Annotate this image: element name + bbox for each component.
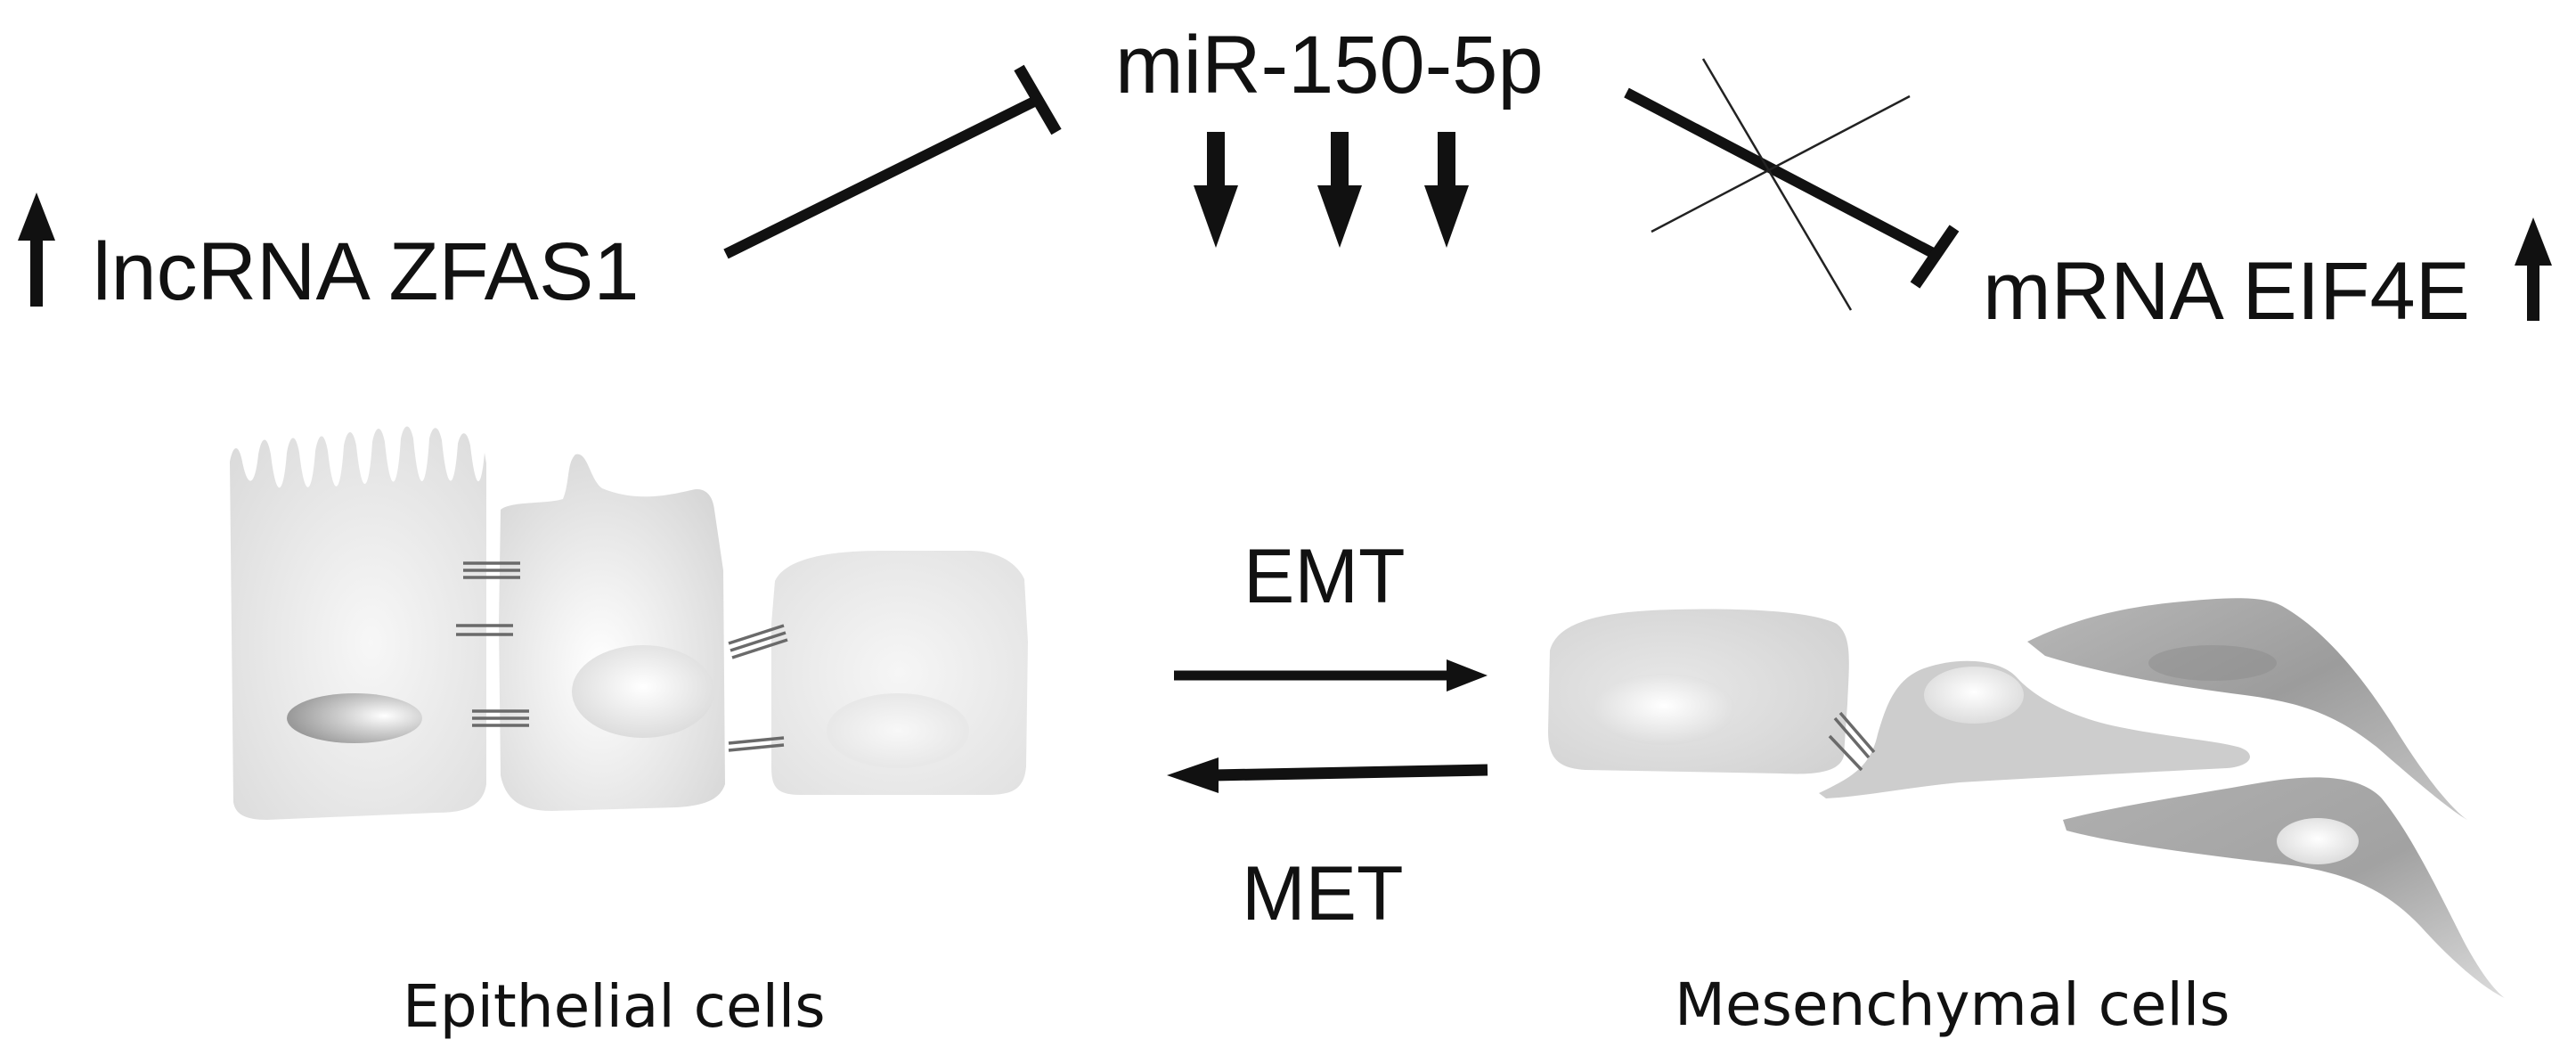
cell-junction [728, 624, 788, 659]
mesenchymal-cell [2027, 598, 2467, 820]
down-arrow-icon [1424, 132, 1469, 248]
mesenchymal-cells-label: Mesenchymal cells [1675, 970, 2230, 1039]
cell-junction [472, 709, 529, 727]
up-arrow-icon [18, 192, 55, 307]
cell-junction [456, 624, 513, 636]
epithelial-cell [230, 426, 486, 820]
nucleus [1924, 667, 2024, 724]
nucleus [287, 693, 422, 743]
nucleus [572, 645, 714, 738]
cross-mark-icon [1651, 58, 1911, 311]
inhibition-line-lncrna-to-mirna [723, 64, 1062, 259]
emt-label: EMT [1243, 534, 1406, 619]
cell-junction [728, 736, 785, 752]
up-arrow-icon [2515, 217, 2552, 321]
down-arrow-icon [1194, 132, 1238, 248]
mir-150-5p-label: miR-150-5p [1115, 20, 1544, 110]
nucleus [1593, 674, 1735, 745]
lncrna-zfas1-label: lncRNA ZFAS1 [93, 226, 640, 317]
nucleus [827, 693, 969, 768]
epithelial-cells-illustration [230, 426, 1028, 820]
nucleus [2148, 645, 2277, 681]
cell-junction [1828, 711, 1876, 772]
met-arrow-icon [1167, 757, 1488, 793]
met-label: MET [1242, 851, 1404, 937]
mesenchymal-cells-illustration [1548, 598, 2505, 998]
down-arrow-icon [1317, 132, 1362, 248]
epithelial-cells-label: Epithelial cells [403, 972, 826, 1041]
emt-arrow-icon [1174, 659, 1488, 692]
crossed-inhibition-line-mirna-to-mrna [1624, 87, 1960, 289]
nucleus [2277, 818, 2359, 864]
epithelial-cell [499, 454, 725, 811]
cell-junction [463, 561, 520, 579]
mrna-eif4e-label: mRNA EIF4E [1983, 246, 2470, 337]
mesenchymal-cell [2063, 777, 2505, 998]
